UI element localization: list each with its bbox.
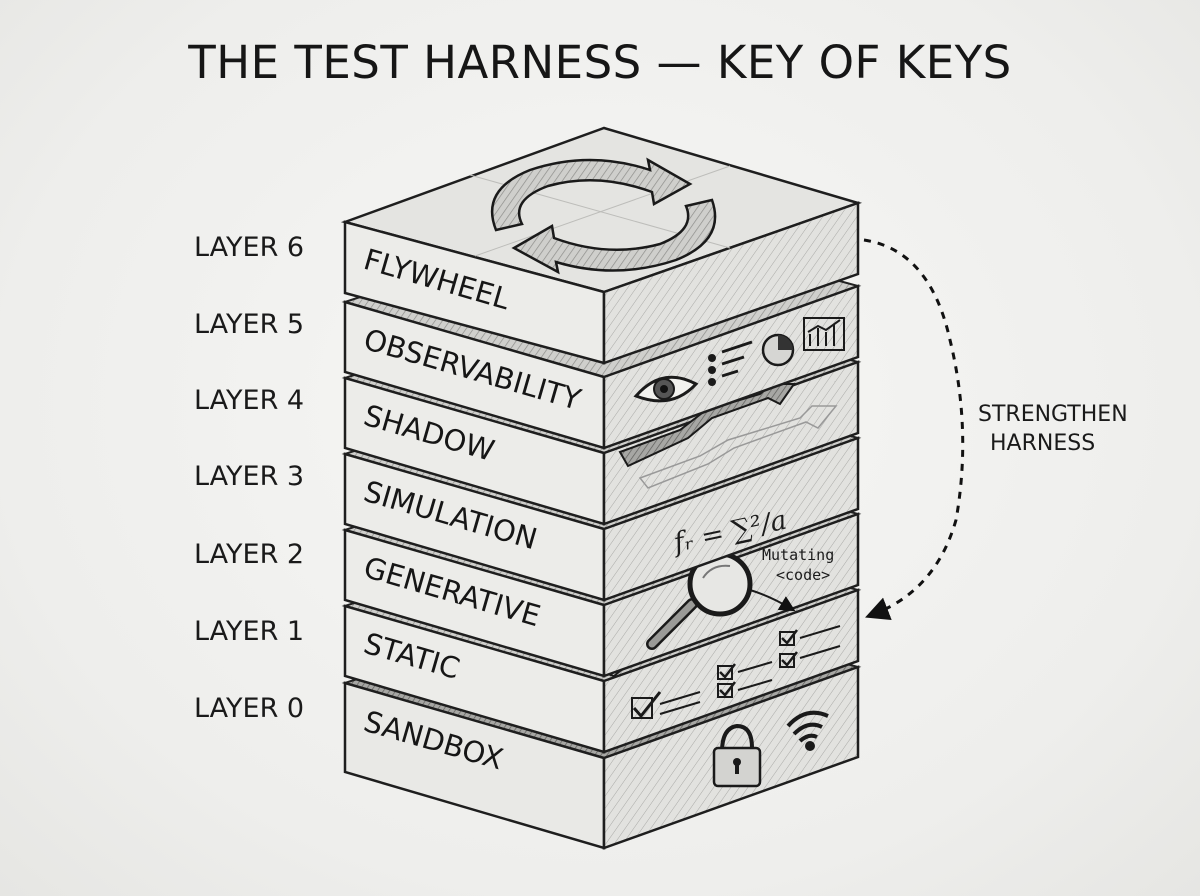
layer-label-0: LAYER 0 (194, 693, 305, 724)
layer-label-1: LAYER 1 (194, 616, 305, 647)
pie-chart-icon (761, 333, 795, 367)
layer-label-4: LAYER 4 (194, 385, 305, 416)
slab-flywheel: FLYWHEEL (340, 126, 863, 365)
bar-chart-icon (803, 317, 845, 351)
layer-label-3: LAYER 3 (194, 461, 305, 492)
eye-icon (633, 375, 699, 403)
code-annotation: <code> (776, 566, 830, 584)
feedback-label-line1: STRENGTHEN (978, 402, 1128, 427)
layer-label-2: LAYER 2 (194, 539, 305, 570)
feedback-arrow (863, 238, 965, 620)
feedback-label-line2: HARNESS (990, 431, 1096, 456)
cycle-arrows-icon (490, 157, 717, 275)
layer-label-5: LAYER 5 (194, 309, 305, 340)
lock-icon (712, 723, 762, 788)
magnifier-icon (646, 551, 796, 650)
layer-label-6: LAYER 6 (194, 232, 305, 263)
checklist-icon (631, 625, 841, 719)
page-title: THE TEST HARNESS — KEY OF KEYS (188, 36, 1012, 89)
wifi-icon (786, 710, 829, 751)
mutating-annotation: Mutating (762, 546, 834, 564)
dashboard-list-icon (708, 340, 753, 386)
